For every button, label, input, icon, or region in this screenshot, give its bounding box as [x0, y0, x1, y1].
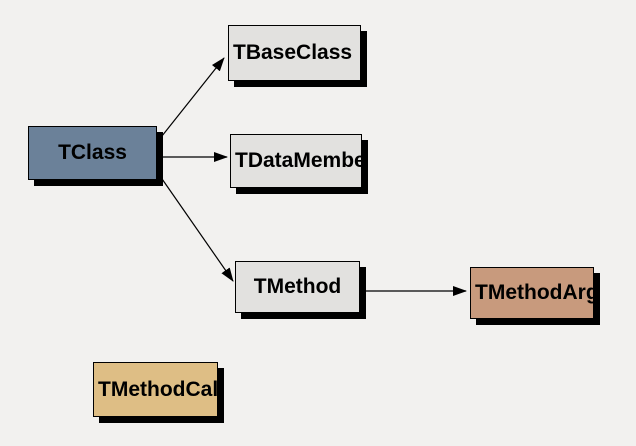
edge-tclass-to-tbaseclass — [157, 57, 225, 142]
node-label-tmethod: TMethod — [253, 275, 342, 298]
edge-tclass-to-tmethod — [159, 175, 234, 282]
node-tdatamember[interactable]: TDataMember — [230, 134, 362, 188]
node-label-tmethodarg: TMethodArg — [475, 281, 594, 304]
node-label-tclass: TClass — [58, 141, 127, 164]
node-tmethodcall[interactable]: TMethodCall — [93, 362, 218, 417]
node-tmethod[interactable]: TMethod — [235, 261, 360, 313]
node-label-tbaseclass: TBaseClass — [233, 41, 353, 64]
node-tmethodarg[interactable]: TMethodArg — [470, 267, 594, 319]
node-tbaseclass[interactable]: TBaseClass — [228, 25, 361, 81]
node-label-tdatamember: TDataMember — [235, 149, 362, 172]
node-tclass[interactable]: TClass — [28, 126, 157, 180]
node-label-tmethodcall: TMethodCall — [98, 377, 218, 401]
